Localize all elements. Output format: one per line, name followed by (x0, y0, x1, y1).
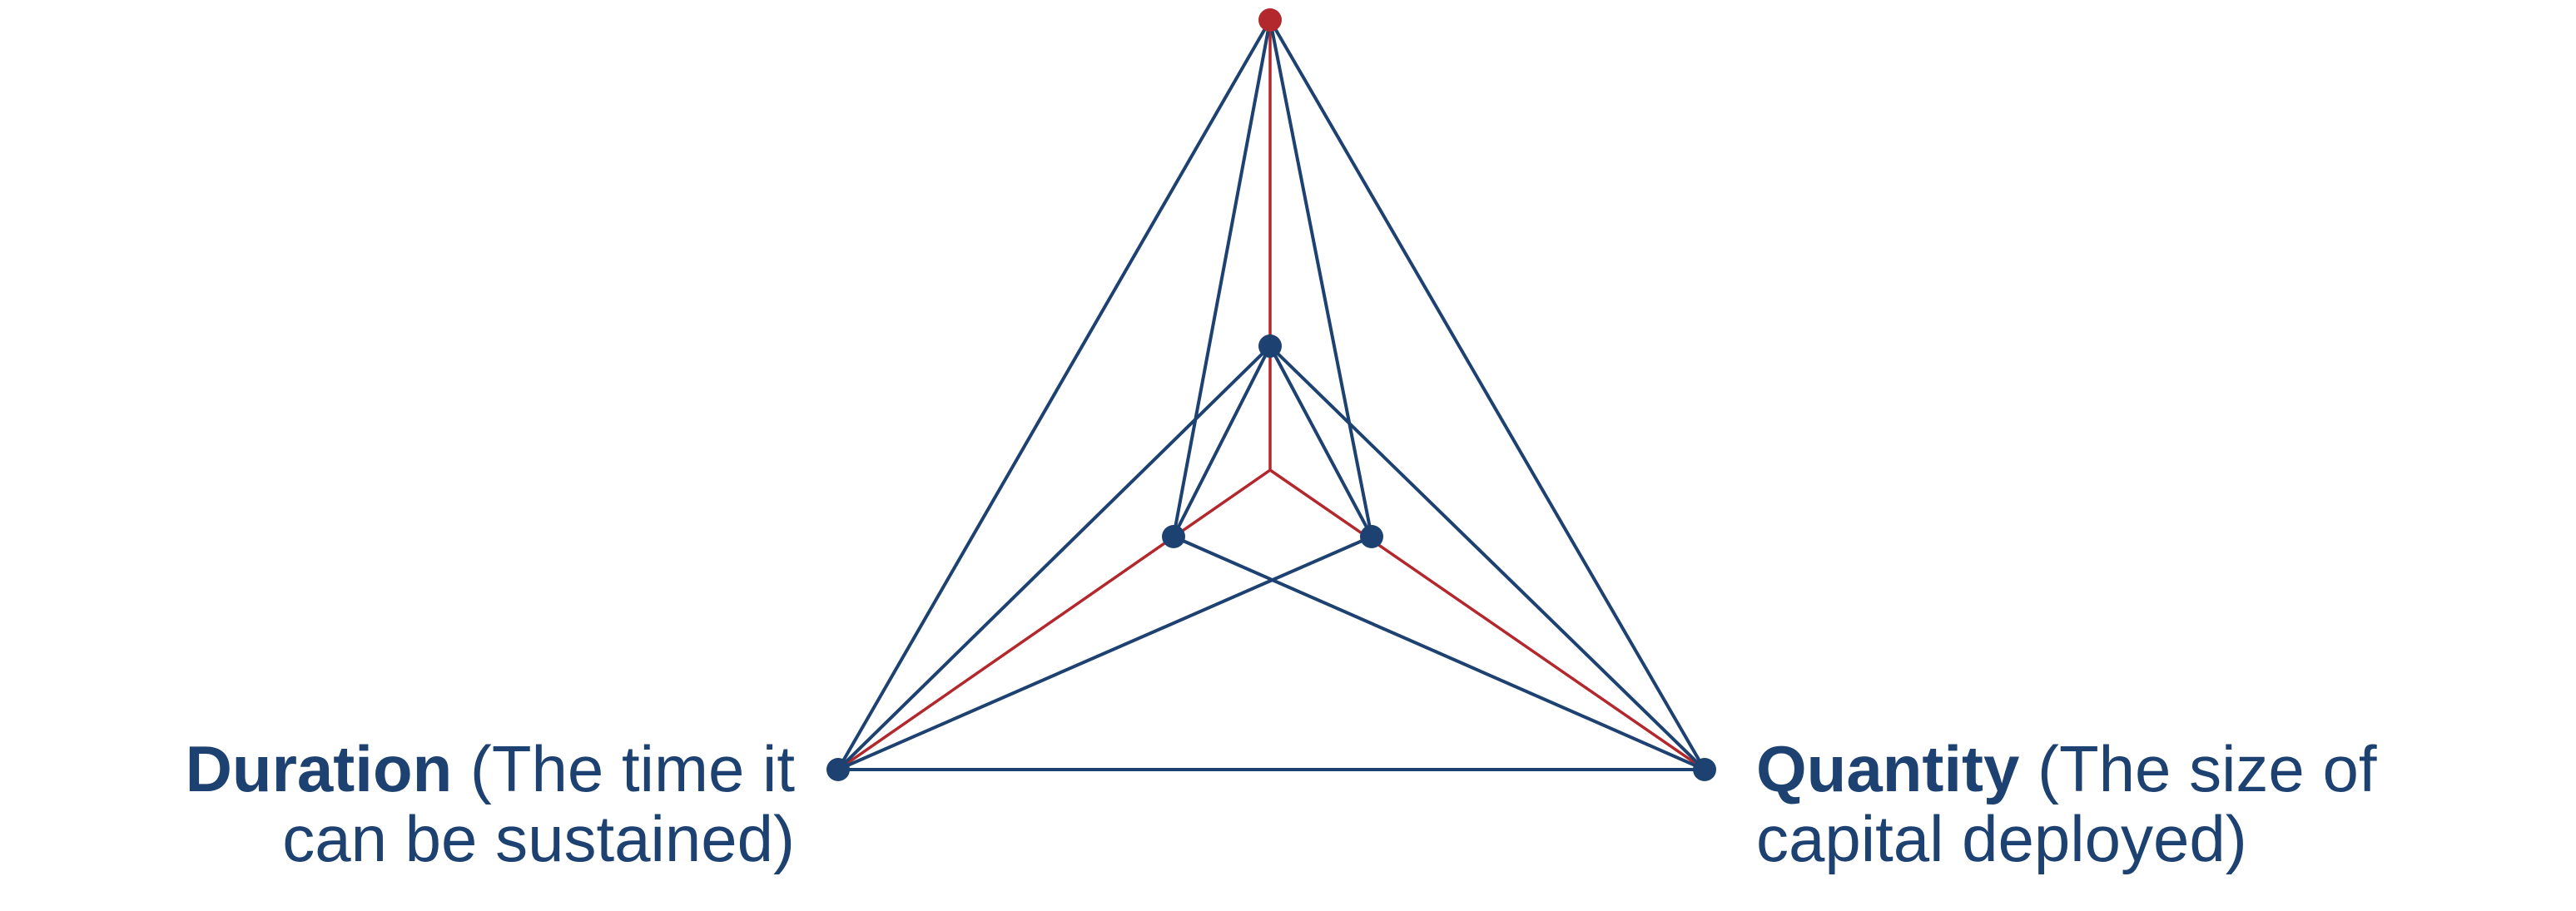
duration-desc-line1: (The time it (469, 732, 795, 805)
red-spoke-right (1268, 468, 1706, 771)
duration-desc-line2: can be sustained) (282, 802, 795, 875)
inner-top-node (1258, 334, 1282, 358)
apex-to-inner-left (1172, 18, 1272, 538)
duration-label: Duration (The time it can be sustained) (186, 734, 795, 874)
inner-top-to-left-vertex (836, 344, 1272, 771)
quantity-label-line1: Quantity (The size of (1756, 734, 2377, 804)
duration-term: Duration (185, 732, 453, 805)
inner-top-to-inner-left (1172, 344, 1272, 538)
outer-edge-left (836, 18, 1272, 771)
left-vertex-node (826, 758, 850, 781)
quantity-label: Quantity (The size of capital deployed) (1756, 734, 2377, 874)
right-vertex-node (1693, 758, 1716, 781)
quantity-desc-line2: capital deployed) (1756, 802, 2247, 875)
inner-right-node (1360, 525, 1383, 548)
quantity-term: Quantity (1756, 732, 2020, 805)
apex-to-inner-right (1268, 18, 1373, 538)
inner-left-to-right-vertex (1172, 535, 1706, 771)
red-spoke-left (836, 468, 1272, 771)
quantity-desc-line1: (The size of (2037, 732, 2377, 805)
inner-left-node (1162, 525, 1185, 548)
inner-top-to-inner-right (1268, 344, 1373, 538)
inner-right-to-left-vertex (836, 535, 1373, 771)
duration-label-line1: Duration (The time it (186, 734, 795, 804)
outer-edge-right (1268, 18, 1706, 771)
inner-top-to-right-vertex (1268, 344, 1706, 771)
apex-node (1258, 8, 1282, 32)
